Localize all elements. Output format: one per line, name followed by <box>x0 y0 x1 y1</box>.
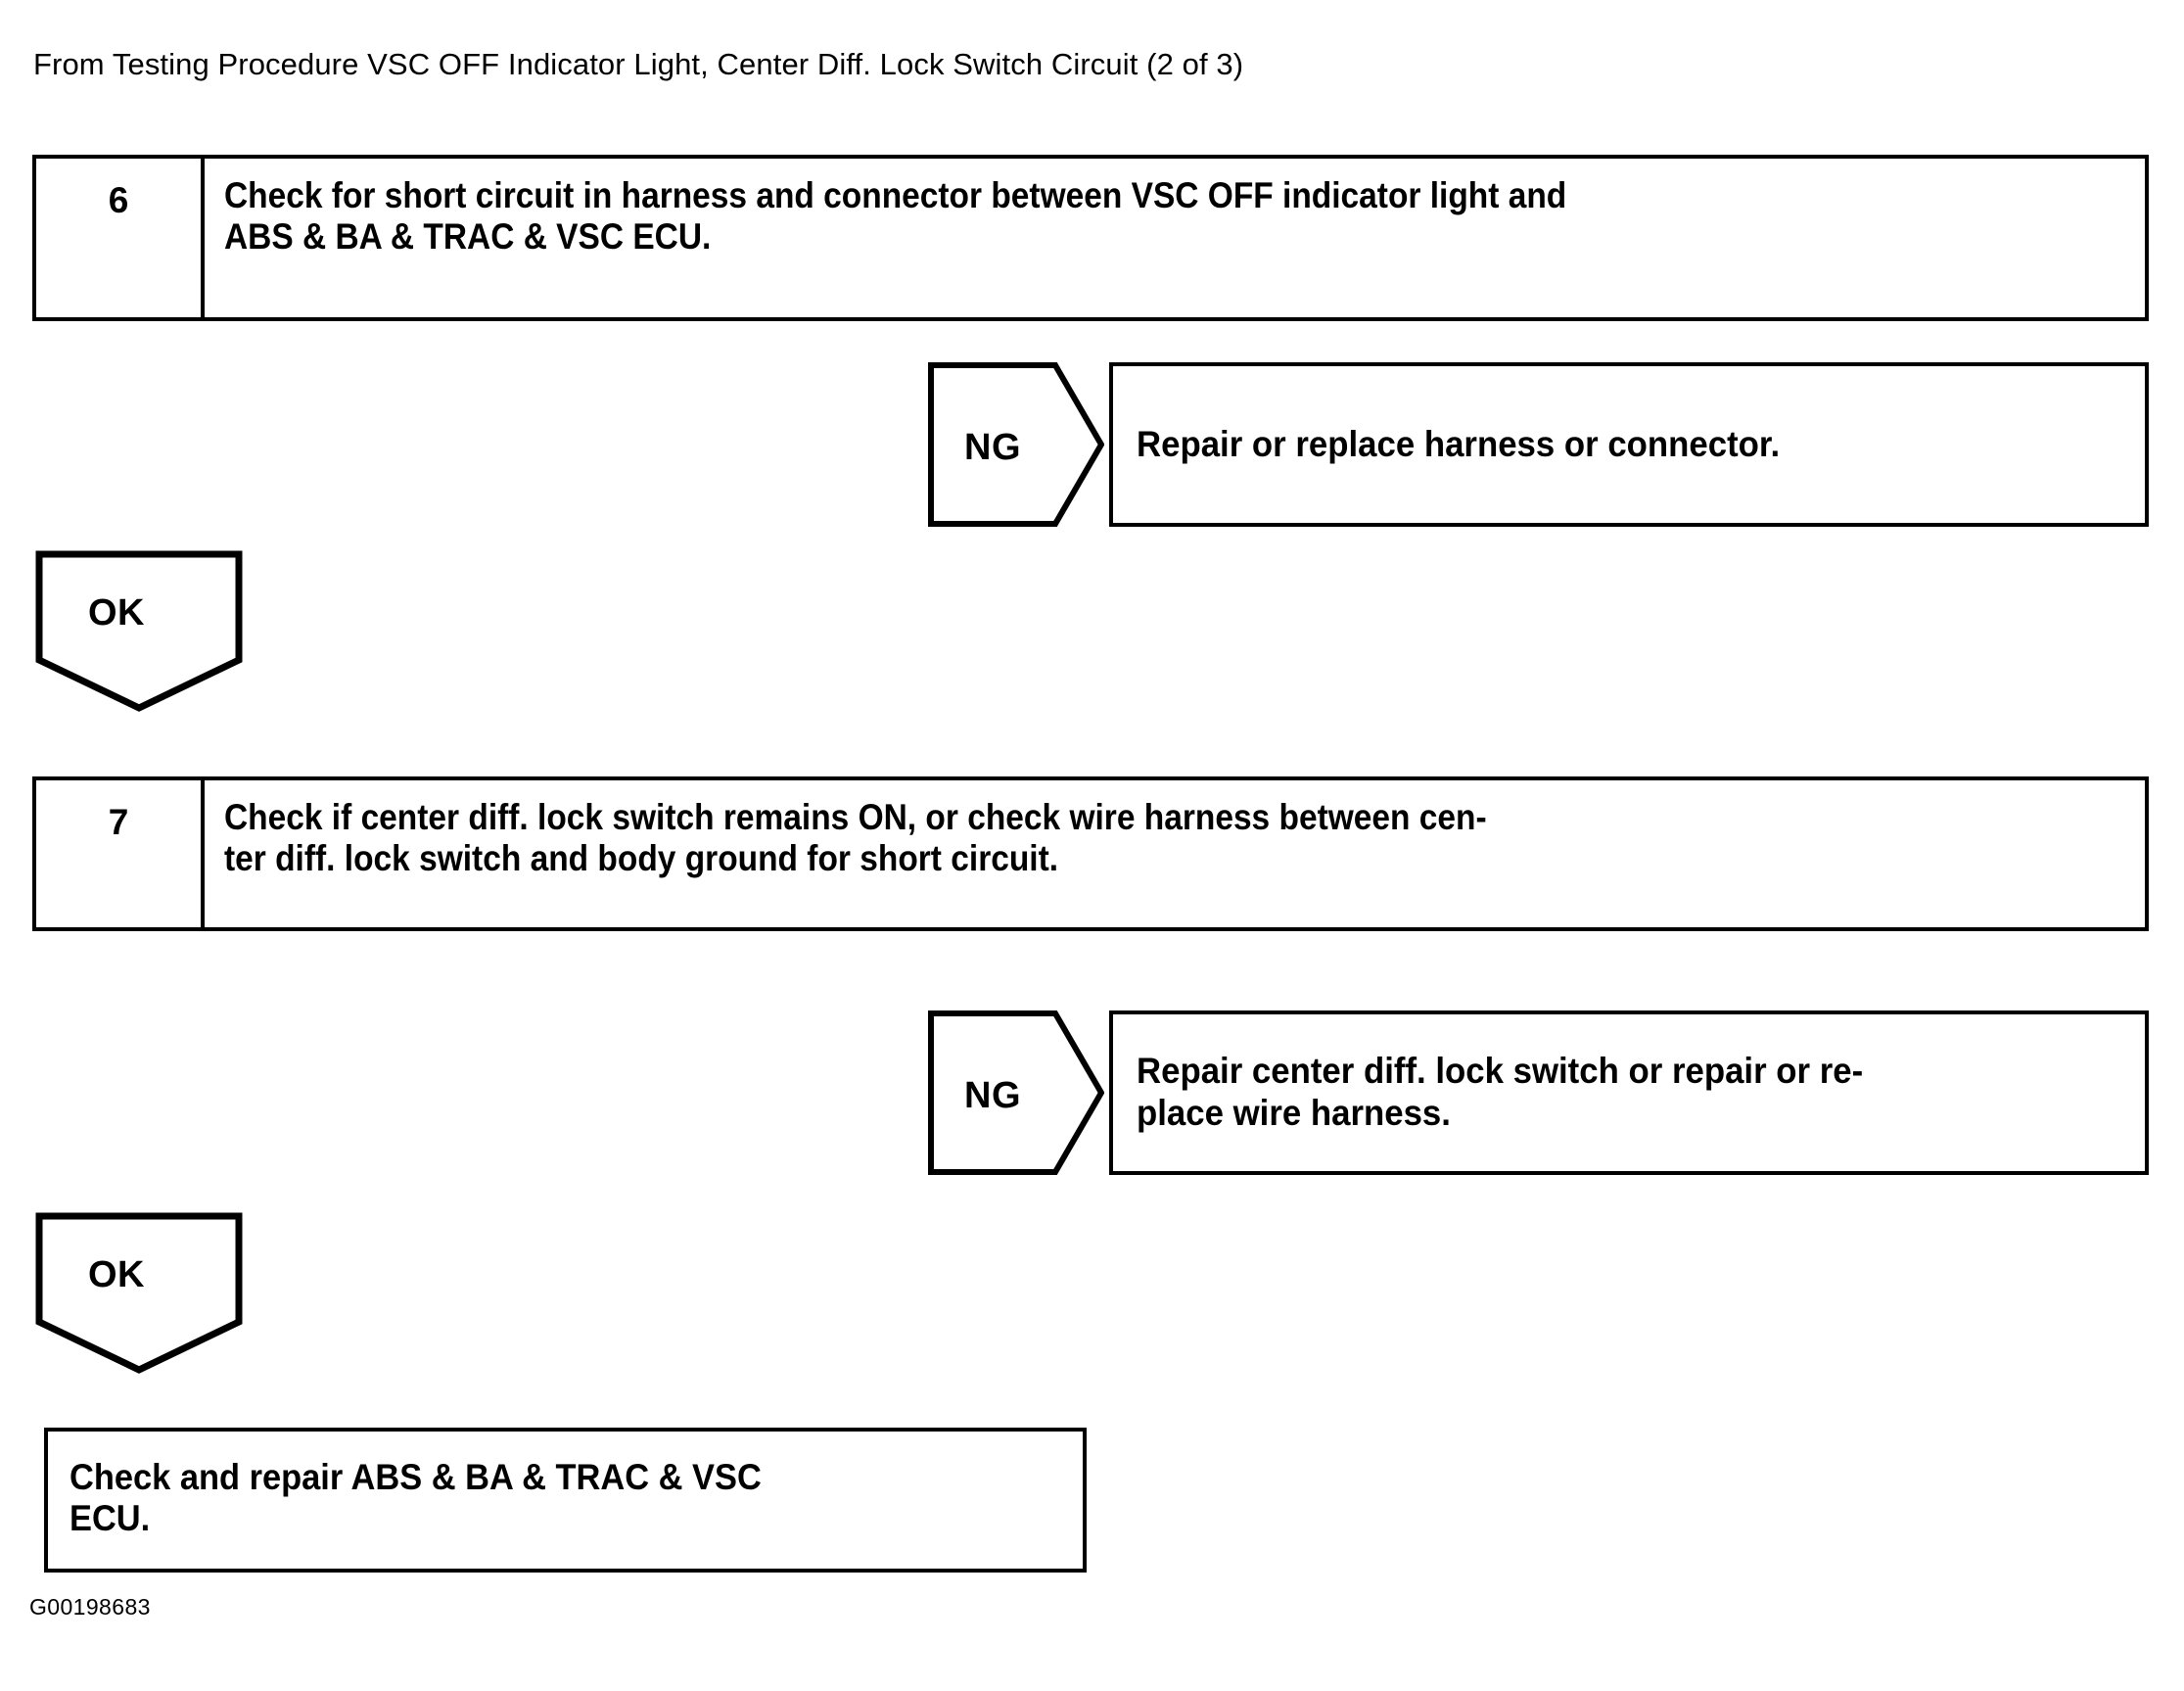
final-action-line2: ECU. <box>70 1498 151 1539</box>
result-text-ng-2: Repair center diff. lock switch or repai… <box>1137 1051 2063 1135</box>
step-number-7: 7 <box>36 780 205 927</box>
ng-chevron-1 <box>928 362 1104 527</box>
ng-label-1: NG <box>964 427 1021 468</box>
step-text-7-line1: Check if center diff. lock switch remain… <box>224 797 1487 837</box>
ok-pentagon-2 <box>35 1212 243 1374</box>
step-text-6-line1: Check for short circuit in harness and c… <box>224 175 1567 215</box>
step-text-6-line2: ABS & BA & TRAC & VSC ECU. <box>224 215 712 257</box>
step-number-6: 6 <box>36 159 205 317</box>
result-box-ng-2: Repair center diff. lock switch or repai… <box>1109 1010 2149 1175</box>
ok-label-1: OK <box>88 592 145 634</box>
page-title: From Testing Procedure VSC OFF Indicator… <box>33 47 1244 81</box>
step-box-7: 7 Check if center diff. lock switch rema… <box>32 776 2149 931</box>
step-text-7: Check if center diff. lock switch remain… <box>205 780 2145 927</box>
ng-chevron-2 <box>928 1010 1104 1175</box>
step-box-6: 6 Check for short circuit in harness and… <box>32 155 2149 321</box>
step-text-6: Check for short circuit in harness and c… <box>205 159 2145 317</box>
result-text-ng-2-line2: place wire harness. <box>1137 1093 1451 1133</box>
figure-id: G00198683 <box>29 1594 151 1620</box>
result-box-ng-1: Repair or replace harness or connector. <box>1109 362 2149 527</box>
step-text-7-line2: ter diff. lock switch and body ground fo… <box>224 837 1059 878</box>
final-action-box: Check and repair ABS & BA & TRAC & VSC E… <box>44 1428 1087 1573</box>
result-text-ng-2-line1: Repair center diff. lock switch or repai… <box>1137 1051 1864 1092</box>
final-action-text: Check and repair ABS & BA & TRAC & VSC E… <box>70 1457 1061 1539</box>
result-text-ng-1: Repair or replace harness or connector. <box>1137 423 1781 464</box>
ng-label-2: NG <box>964 1075 1021 1116</box>
ok-label-2: OK <box>88 1254 145 1295</box>
final-action-line1: Check and repair ABS & BA & TRAC & VSC <box>70 1457 762 1497</box>
ok-pentagon-1 <box>35 550 243 712</box>
